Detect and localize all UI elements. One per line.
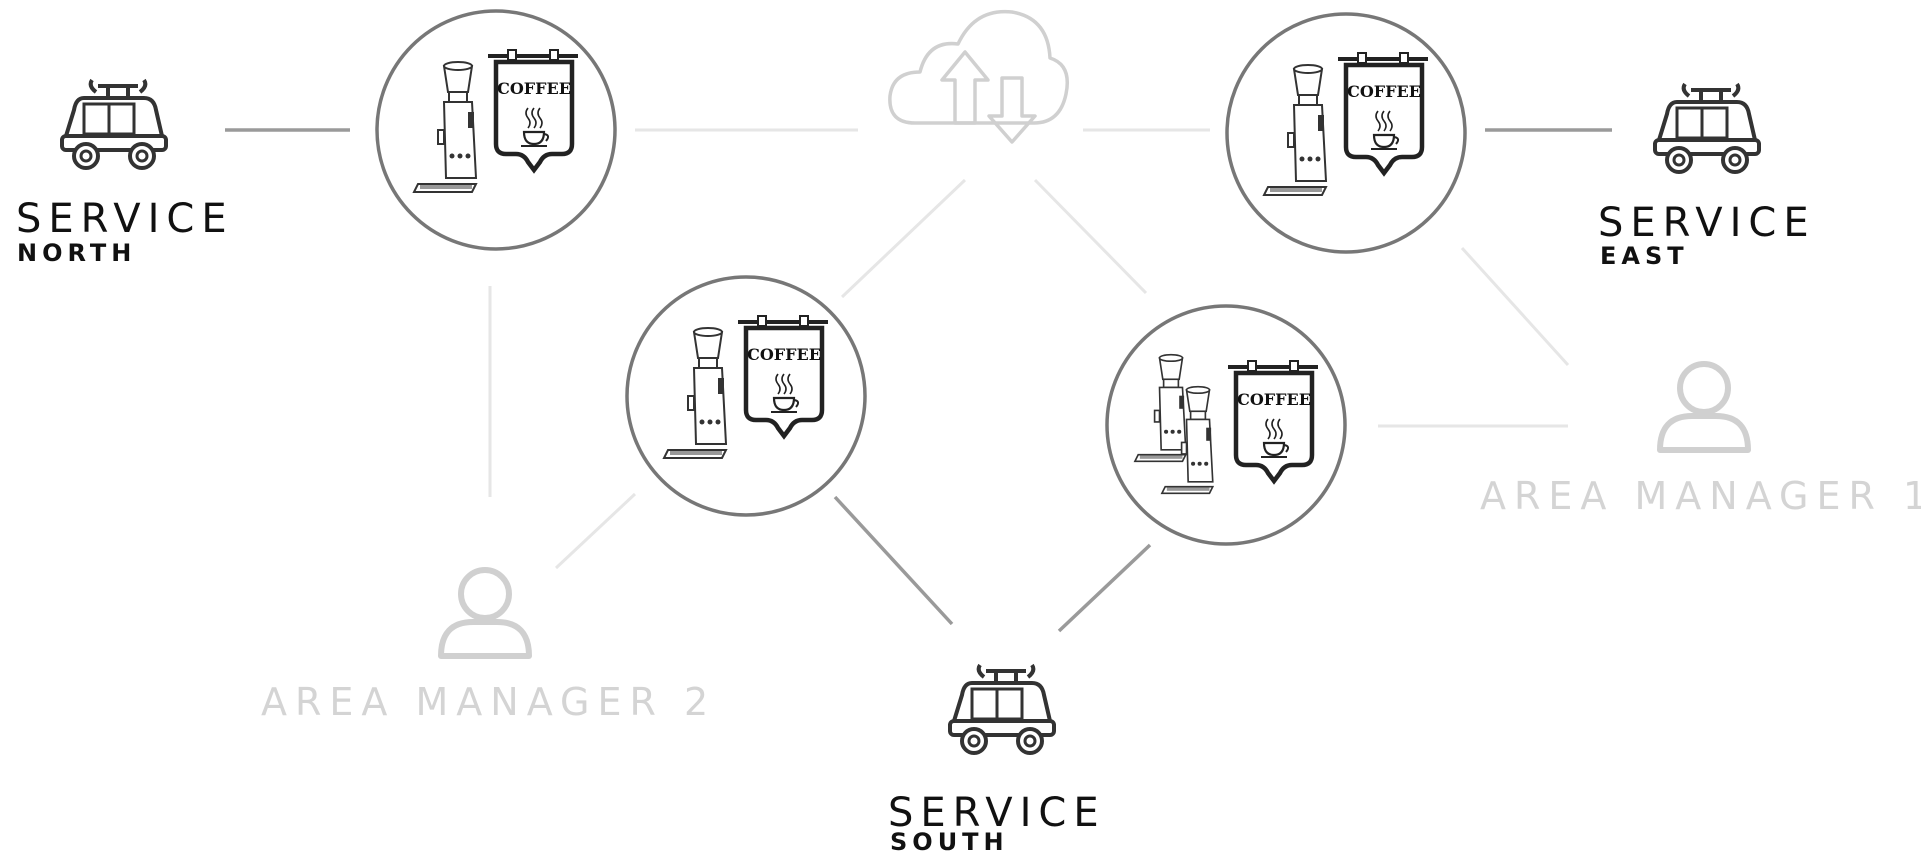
coffee-sign-icon: COFFEE	[1338, 52, 1428, 177]
service-north-title: SERVICE	[16, 196, 234, 242]
active-links	[225, 128, 1612, 633]
coffee-sign-icon: COFFEE	[1228, 360, 1318, 485]
service-north-subtitle: NORTH	[17, 239, 137, 267]
coffee-sign-text: COFFEE	[747, 345, 821, 364]
cafe-south-east-node: COFFEE	[1105, 304, 1347, 546]
area-manager-1-label: AREA MANAGER 1	[1480, 474, 1921, 518]
coffee-sign-text: COFFEE	[1237, 390, 1311, 409]
coffee-sign-icon: COFFEE	[488, 49, 578, 174]
person-icon	[1660, 364, 1748, 450]
coffee-sign-text: COFFEE	[1347, 82, 1421, 101]
cafe-north-node: COFFEE	[375, 9, 617, 251]
person-icon	[441, 570, 529, 656]
service-east-title: SERVICE	[1598, 200, 1816, 246]
service-van-icon	[1653, 82, 1761, 174]
faded-links	[488, 128, 1570, 570]
service-south-title: SERVICE	[888, 790, 1106, 836]
service-east-subtitle: EAST	[1600, 242, 1689, 270]
area-manager-2-label: AREA MANAGER 2	[261, 680, 717, 724]
service-van-icon	[948, 663, 1056, 755]
cafe-east-node: COFFEE	[1225, 12, 1467, 254]
service-van-icon	[60, 78, 168, 170]
cloud-sync-icon	[888, 9, 1069, 144]
cafe-center-node: COFFEE	[625, 275, 867, 517]
service-south-subtitle: SOUTH	[890, 828, 1009, 856]
coffee-sign-icon: COFFEE	[738, 315, 828, 440]
coffee-sign-text: COFFEE	[497, 79, 571, 98]
